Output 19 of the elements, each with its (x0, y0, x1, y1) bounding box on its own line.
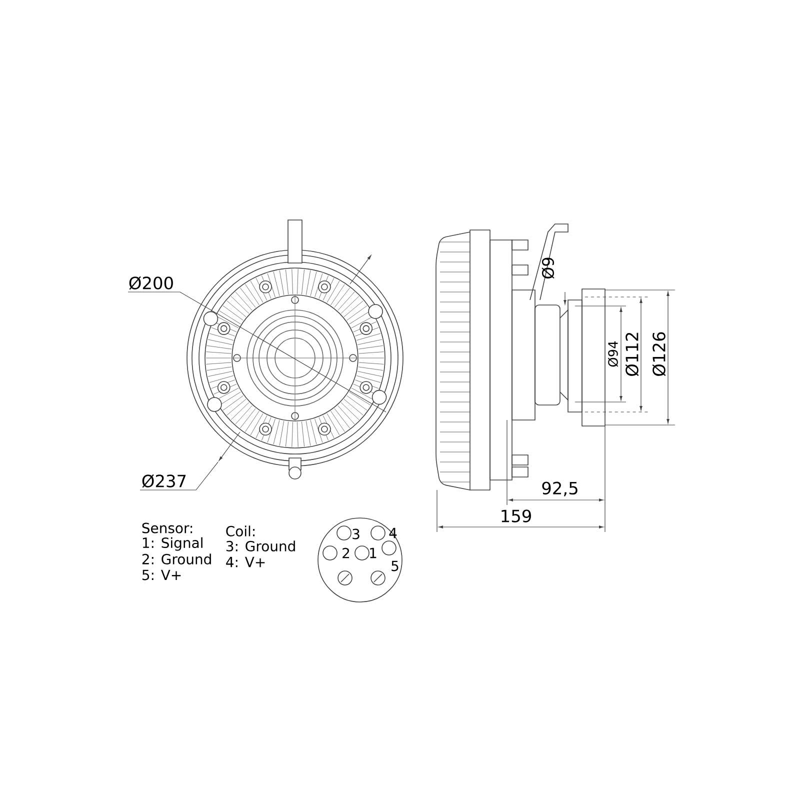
dimension-label: 92,5 (542, 482, 578, 496)
legend-text: 1: Signal (142, 537, 202, 551)
legend-text: 2: Ground (142, 554, 211, 564)
dimension-label: Ø200 (129, 276, 173, 290)
pin-number: 3 (352, 528, 360, 540)
dimension-label: Ø94 (608, 341, 618, 367)
dimension-label: 159 (502, 510, 531, 522)
dimension-label: Ø112 (625, 332, 639, 376)
pin-number: 5 (392, 560, 398, 572)
dimension-label: Ø9 (542, 258, 554, 279)
legend-text: 3: Ground (226, 540, 295, 552)
dimension-label: Ø237 (142, 474, 186, 488)
legend-text: 5: V+ (142, 570, 181, 580)
dimension-label: Ø126 (652, 332, 666, 376)
pin-number: 2 (342, 548, 350, 558)
legend-text: Sensor: (142, 522, 192, 534)
pin-number: 1 (370, 548, 376, 558)
legend-text: 4: V+ (226, 556, 265, 568)
legend-text: Coil: (226, 526, 254, 536)
